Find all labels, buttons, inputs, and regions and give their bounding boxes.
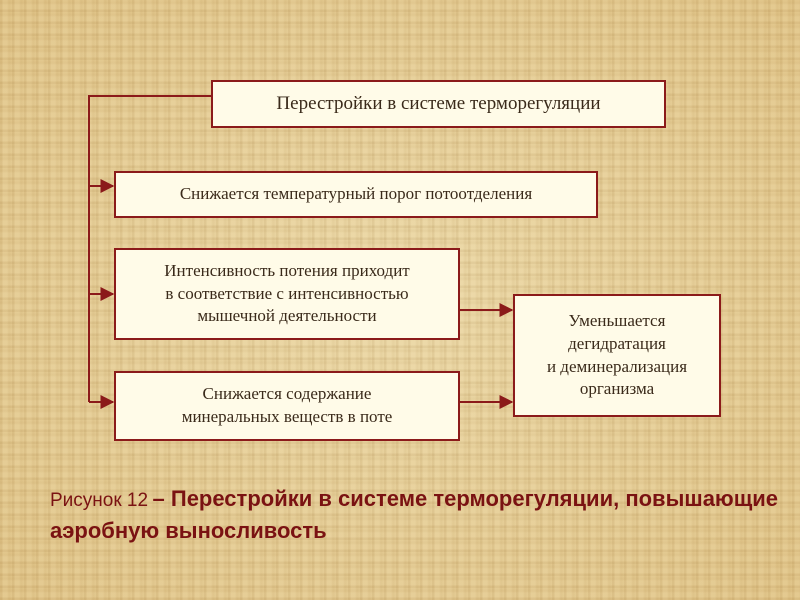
trunk-line — [88, 95, 211, 402]
item-node-text: Интенсивность потения приходит в соответ… — [164, 260, 410, 326]
figure-title: – Перестройки в системе терморегуляции, … — [50, 486, 779, 543]
result-node-text: Уменьшается дегидратация и деминерализац… — [546, 310, 688, 399]
figure-label: Рисунок 12 — [50, 490, 149, 511]
item-node-text: Снижается содержание минеральных веществ… — [181, 384, 393, 426]
top-node-text: Перестройки в системе терморегуляции — [276, 93, 601, 115]
item-node-mineral-content: Снижается содержание минеральных веществ… — [114, 371, 460, 441]
item-node-sweat-threshold: Снижается температурный порог потоотделе… — [114, 171, 598, 218]
item-node-text: Снижается температурный порог потоотделе… — [179, 184, 533, 204]
top-node-box: Перестройки в системе терморегуляции — [211, 80, 666, 128]
figure-caption: Рисунок 12 – Перестройки в системе термо… — [50, 483, 780, 547]
item-node-sweat-intensity: Интенсивность потения приходит в соответ… — [114, 248, 460, 340]
result-node-box: Уменьшается дегидратация и деминерализац… — [513, 294, 721, 417]
